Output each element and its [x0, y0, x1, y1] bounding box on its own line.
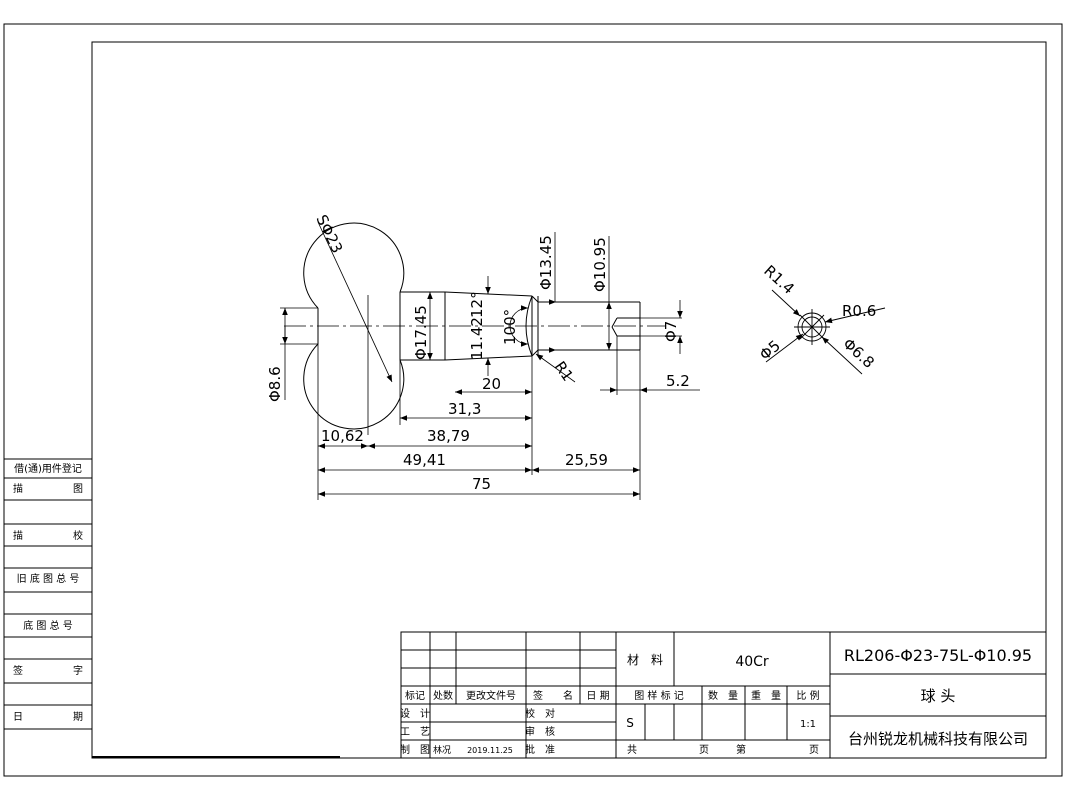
tb-process: 工 艺: [400, 726, 430, 738]
sidebar-item-base-no: 底 图 总 号: [23, 619, 73, 632]
dim-detail-r14: R1.4: [760, 262, 798, 298]
dim-length-5-2: 5.2: [666, 372, 690, 390]
sidebar-item-old-base-no: 旧 底 图 总 号: [17, 572, 80, 585]
tb-hdr-qty: 数 量: [708, 689, 738, 702]
dim-length-75: 75: [472, 475, 491, 493]
tb-hdr-stage: 图 样 标 记: [634, 689, 684, 702]
tb-page-word: 页: [809, 744, 819, 756]
tb-drawing-number: RL206-Φ23-75L-Φ10.95: [844, 646, 1032, 665]
end-detail-view: [765, 289, 886, 375]
tb-check: 校 对: [525, 707, 555, 720]
tb-company: 台州锐龙机械科技有限公司: [848, 730, 1028, 748]
tb-hdr-scale: 比 例: [796, 689, 819, 702]
dimension-lines: [280, 221, 700, 500]
dim-detail-d68: Φ6.8: [839, 335, 878, 372]
sidebar-item-tracing: 描 图: [13, 482, 83, 495]
tb-hdr-weight: 重 量: [751, 689, 781, 702]
sidebar-item-registration: 借(通)用件登记: [14, 462, 82, 475]
sidebar-item-signature: 签 字: [13, 664, 83, 677]
tb-hdr-date: 日 期: [586, 690, 609, 702]
tb-draw-date: 2019.11.25: [467, 746, 513, 755]
tb-hdr-count: 处数: [433, 689, 453, 702]
dim-detail-d5: Φ5: [756, 337, 784, 365]
tb-draw: 制 图: [400, 743, 430, 756]
tb-hdr-mark: 标记: [405, 690, 425, 702]
dim-hole-diameter: Φ7: [662, 321, 680, 342]
tb-scale-value: 1:1: [800, 719, 816, 730]
tb-approve: 批 准: [525, 743, 555, 756]
dim-sphere-diameter: SΦ23: [312, 212, 346, 256]
dim-detail-r06: R0.6: [842, 302, 876, 320]
dim-shaft-diameter: Φ10.95: [591, 237, 609, 292]
dim-taper-angle: 12°: [468, 291, 486, 318]
dim-length-31-3: 31,3: [448, 400, 481, 418]
dim-cone-angle: 100°: [501, 309, 519, 345]
dim-length-49-41: 49,41: [403, 451, 446, 469]
dim-length-20: 20: [482, 375, 501, 393]
tb-drafter: 林况: [433, 744, 451, 756]
dim-length-25-59: 25,59: [565, 451, 608, 469]
dim-collar-diameter: Φ17.45: [412, 305, 430, 360]
sidebar-item-trace-check: 描 校: [13, 529, 83, 542]
tb-material-value: 40Cr: [735, 654, 769, 670]
registration-column: [4, 458, 92, 730]
tb-review: 审 核: [525, 725, 555, 738]
dim-length-10-62: 10,62: [321, 427, 364, 445]
tb-design: 设 计: [400, 707, 430, 720]
tb-stage-value: S: [626, 716, 634, 730]
dim-length-38-79: 38,79: [427, 427, 470, 445]
dim-taper-diameter: 11.42: [468, 317, 486, 360]
title-block-grid: [400, 631, 1047, 759]
tb-material-label: 材 料: [627, 653, 663, 667]
tb-total: 共: [627, 744, 637, 756]
tb-hdr-sign: 签 名: [533, 689, 573, 702]
dim-neck-diameter: Φ8.6: [266, 366, 284, 402]
tb-sheet-word: 页: [699, 744, 709, 756]
sidebar-item-date: 日 期: [13, 711, 83, 723]
tb-part-name: 球 头: [921, 687, 956, 705]
dim-flange-diameter: Φ13.45: [537, 235, 555, 290]
outer-border: [3, 23, 1063, 777]
tb-nth: 第: [736, 743, 746, 756]
tb-hdr-change: 更改文件号: [466, 689, 516, 702]
